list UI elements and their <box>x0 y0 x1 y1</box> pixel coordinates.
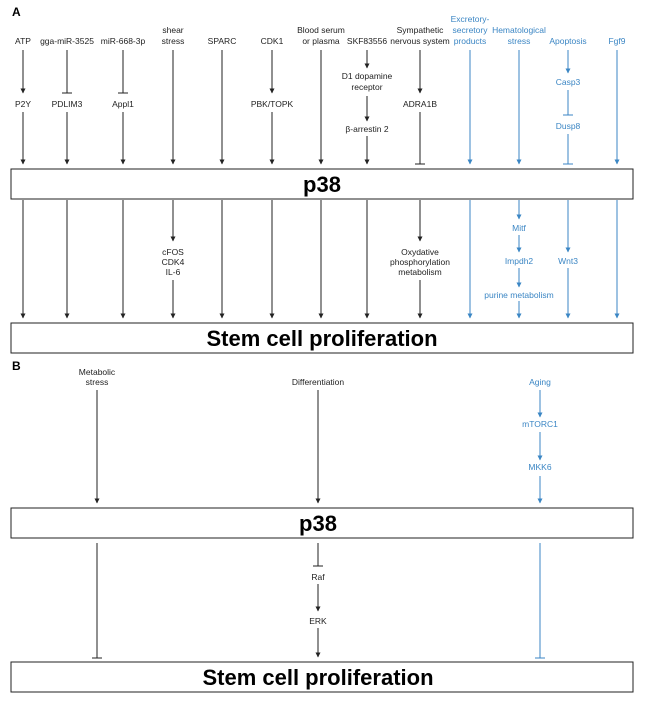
node-dusp8: Dusp8 <box>556 121 581 131</box>
panel-b-label: B <box>12 359 21 373</box>
stem-label-a: Stem cell proliferation <box>206 326 437 351</box>
stem-box-b <box>10 661 634 693</box>
top-label-atp: ATP <box>15 36 31 46</box>
panel-a-label: A <box>12 5 21 19</box>
top-label-cdk1: CDK1 <box>261 36 284 46</box>
stem-box-a <box>10 322 634 354</box>
p38-label-a: p38 <box>303 172 341 197</box>
top-label-fgf9: Fgf9 <box>608 36 625 46</box>
lower-arrows <box>20 200 423 319</box>
panel-b-arrows-blue <box>535 390 545 659</box>
top-label-mir3525: gga-miR-3525 <box>40 36 94 46</box>
node-adra1b: ADRA1B <box>403 99 437 109</box>
upper-arrows-blue <box>467 50 620 165</box>
p38-label-b: p38 <box>299 511 337 536</box>
panel-b-arrows <box>92 390 323 659</box>
node-wnt3: Wnt3 <box>558 256 578 266</box>
top-label-sparc: SPARC <box>208 36 237 46</box>
p38-box-b <box>10 507 634 539</box>
lower-arrows-blue <box>467 200 620 319</box>
node-pbk-topk: PBK/TOPK <box>251 99 294 109</box>
node-beta-arrestin: β-arrestin 2 <box>345 124 388 134</box>
stem-label-b: Stem cell proliferation <box>202 665 433 690</box>
node-differentiation: Differentiation <box>292 377 345 387</box>
p38-box-a <box>10 168 634 200</box>
node-impdh2: Impdh2 <box>505 256 534 266</box>
node-p2y: P2Y <box>15 99 31 109</box>
top-label-apoptosis: Apoptosis <box>549 36 586 46</box>
node-appl1: Appl1 <box>112 99 134 109</box>
top-label-mir668: miR-668-3p <box>101 36 146 46</box>
node-erk: ERK <box>309 616 327 626</box>
node-aging: Aging <box>529 377 551 387</box>
top-label-skf83556: SKF83556 <box>347 36 387 46</box>
node-raf: Raf <box>311 572 325 582</box>
node-casp3: Casp3 <box>556 77 581 87</box>
node-mitf: Mitf <box>512 223 526 233</box>
upper-arrows <box>20 50 425 165</box>
node-purine-metabolism: purine metabolism <box>484 290 553 300</box>
node-mtorc1: mTORC1 <box>522 419 558 429</box>
node-pdlim3: PDLIM3 <box>52 99 83 109</box>
node-mkk6: MKK6 <box>528 462 551 472</box>
